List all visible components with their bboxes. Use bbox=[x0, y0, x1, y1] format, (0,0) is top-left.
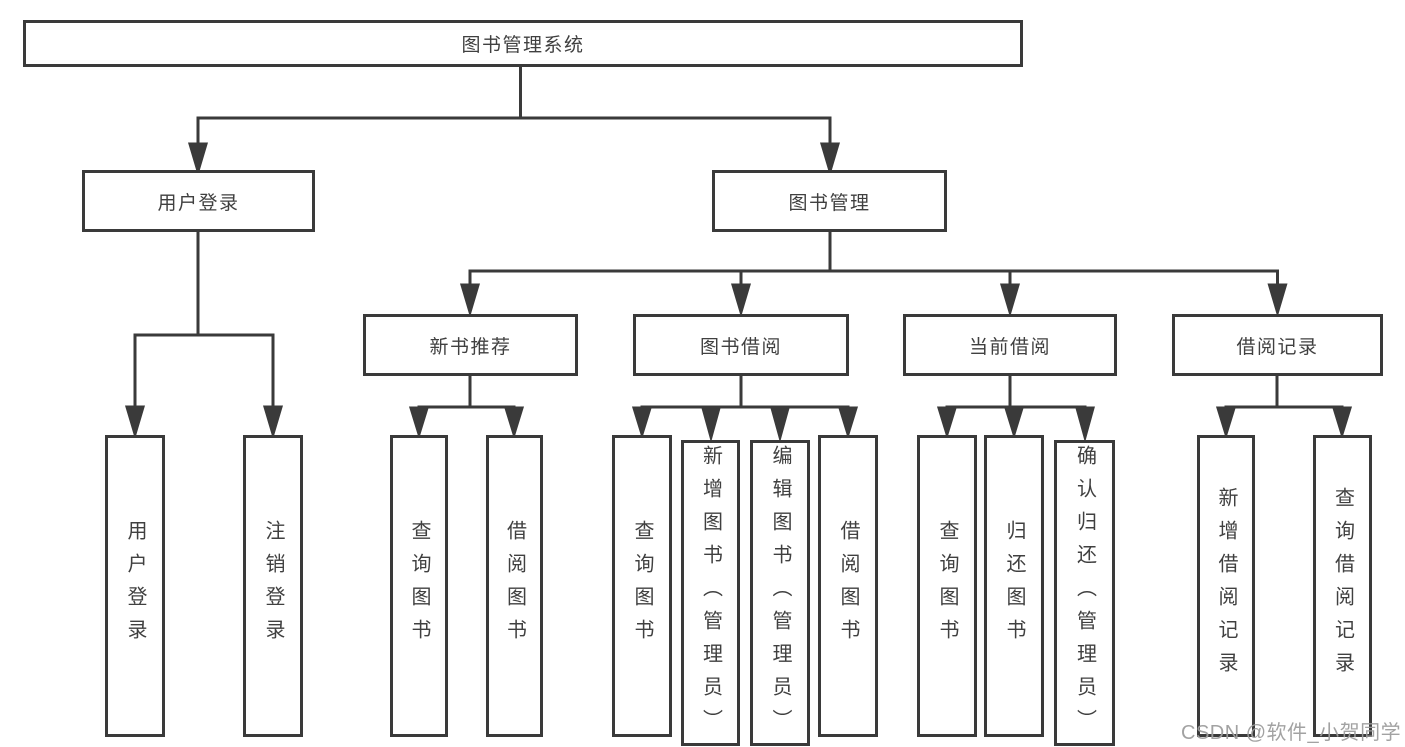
node-book-mgmt: 图书管理 bbox=[712, 170, 947, 232]
arrowhead bbox=[503, 406, 525, 440]
leaf-new-books-query: 查询图书 bbox=[390, 435, 448, 737]
leaf-borrowing-add-label: 新增图书（管理员） bbox=[699, 444, 722, 742]
connector-current-to-leaves bbox=[936, 376, 1095, 443]
leaf-current-query-label: 查询图书 bbox=[936, 520, 958, 652]
node-current-label: 当前借阅 bbox=[968, 336, 1051, 358]
node-current: 当前借阅 bbox=[903, 314, 1117, 376]
arrowhead bbox=[701, 406, 721, 443]
node-new-books-label: 新书推荐 bbox=[429, 336, 512, 358]
leaf-logout: 注销登录 bbox=[243, 435, 303, 737]
arrowhead bbox=[408, 406, 430, 440]
arrowhead bbox=[262, 405, 284, 440]
arrowhead bbox=[1331, 406, 1353, 440]
leaf-borrowing-add: 新增图书（管理员） bbox=[681, 440, 740, 746]
leaf-records-add: 新增借阅记录 bbox=[1197, 435, 1255, 737]
arrowhead bbox=[1075, 406, 1095, 443]
connector-records-to-leaves bbox=[1215, 376, 1353, 440]
leaf-borrowing-edit-label: 编辑图书（管理员） bbox=[769, 444, 791, 742]
leaf-records-query-label: 查询借阅记录 bbox=[1331, 487, 1354, 685]
node-book-mgmt-label: 图书管理 bbox=[788, 192, 871, 214]
leaf-borrowing-query-label: 查询图书 bbox=[631, 520, 653, 652]
leaf-records-query: 查询借阅记录 bbox=[1313, 435, 1372, 737]
arrowhead bbox=[1003, 406, 1025, 440]
node-user-login: 用户登录 bbox=[82, 170, 315, 232]
node-new-books: 新书推荐 bbox=[363, 314, 578, 376]
leaf-current-confirm-label: 确认归还（管理员） bbox=[1073, 444, 1096, 742]
node-records: 借阅记录 bbox=[1172, 314, 1383, 376]
leaf-logout-label: 注销登录 bbox=[262, 520, 284, 652]
leaf-new-books-borrow-label: 借阅图书 bbox=[503, 520, 526, 652]
arrowhead bbox=[730, 283, 752, 318]
leaf-current-return-label: 归还图书 bbox=[1003, 520, 1025, 652]
connector-user-login-to-leaves bbox=[124, 232, 284, 440]
leaf-user-login-label: 用户登录 bbox=[124, 520, 146, 652]
leaf-user-login: 用户登录 bbox=[105, 435, 165, 737]
leaf-current-return: 归还图书 bbox=[984, 435, 1044, 737]
node-borrowing-label: 图书借阅 bbox=[699, 336, 782, 358]
arrowhead bbox=[999, 283, 1021, 318]
node-records-label: 借阅记录 bbox=[1236, 336, 1319, 358]
arrowhead bbox=[1267, 283, 1288, 318]
connector-root-to-level2 bbox=[187, 67, 841, 177]
arrowhead bbox=[819, 142, 841, 177]
leaf-borrowing-edit: 编辑图书（管理员） bbox=[750, 440, 810, 746]
leaf-current-confirm: 确认归还（管理员） bbox=[1054, 440, 1115, 746]
arrowhead bbox=[770, 406, 790, 443]
leaf-borrowing-borrow: 借阅图书 bbox=[818, 435, 878, 737]
connector-borrowing-to-leaves bbox=[631, 376, 859, 443]
node-user-login-label: 用户登录 bbox=[157, 192, 240, 214]
leaf-borrowing-borrow-label: 借阅图书 bbox=[837, 520, 859, 652]
arrowhead bbox=[936, 406, 958, 440]
arrowhead bbox=[837, 406, 859, 440]
arrowhead bbox=[631, 406, 653, 440]
leaf-new-books-query-label: 查询图书 bbox=[408, 520, 430, 652]
connector-new-books-to-leaves bbox=[408, 376, 525, 440]
arrowhead bbox=[459, 283, 481, 318]
connector-book-mgmt-to-sections bbox=[459, 232, 1288, 318]
leaf-records-add-label: 新增借阅记录 bbox=[1215, 487, 1237, 685]
leaf-borrowing-query: 查询图书 bbox=[612, 435, 672, 737]
watermark: CSDN @软件_小贺同学 bbox=[1181, 722, 1402, 744]
leaf-new-books-borrow: 借阅图书 bbox=[486, 435, 543, 737]
arrowhead bbox=[1215, 406, 1237, 440]
node-root-label: 图书管理系统 bbox=[461, 35, 585, 56]
arrowhead bbox=[187, 142, 209, 177]
node-root: 图书管理系统 bbox=[23, 20, 1023, 67]
leaf-current-query: 查询图书 bbox=[917, 435, 977, 737]
arrowhead bbox=[124, 405, 146, 440]
node-borrowing: 图书借阅 bbox=[633, 314, 849, 376]
